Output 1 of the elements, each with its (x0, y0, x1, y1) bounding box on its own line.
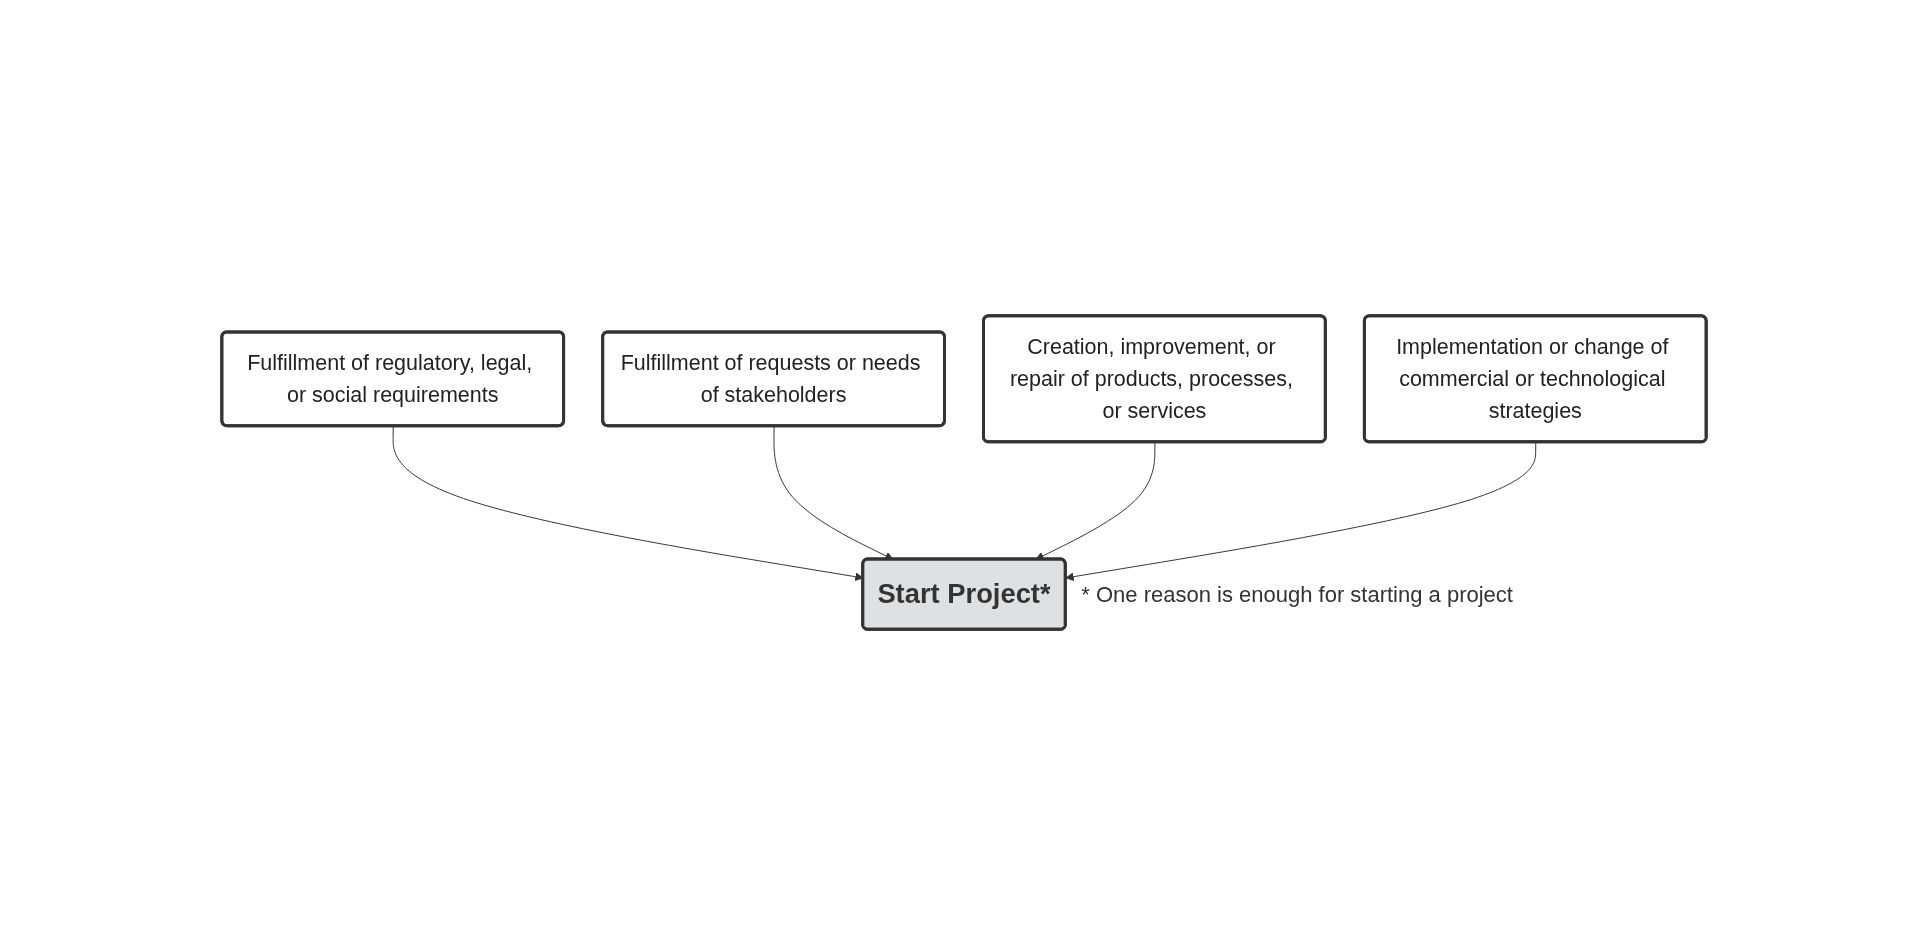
footnote: * One reason is enough for starting a project (1081, 581, 1513, 608)
